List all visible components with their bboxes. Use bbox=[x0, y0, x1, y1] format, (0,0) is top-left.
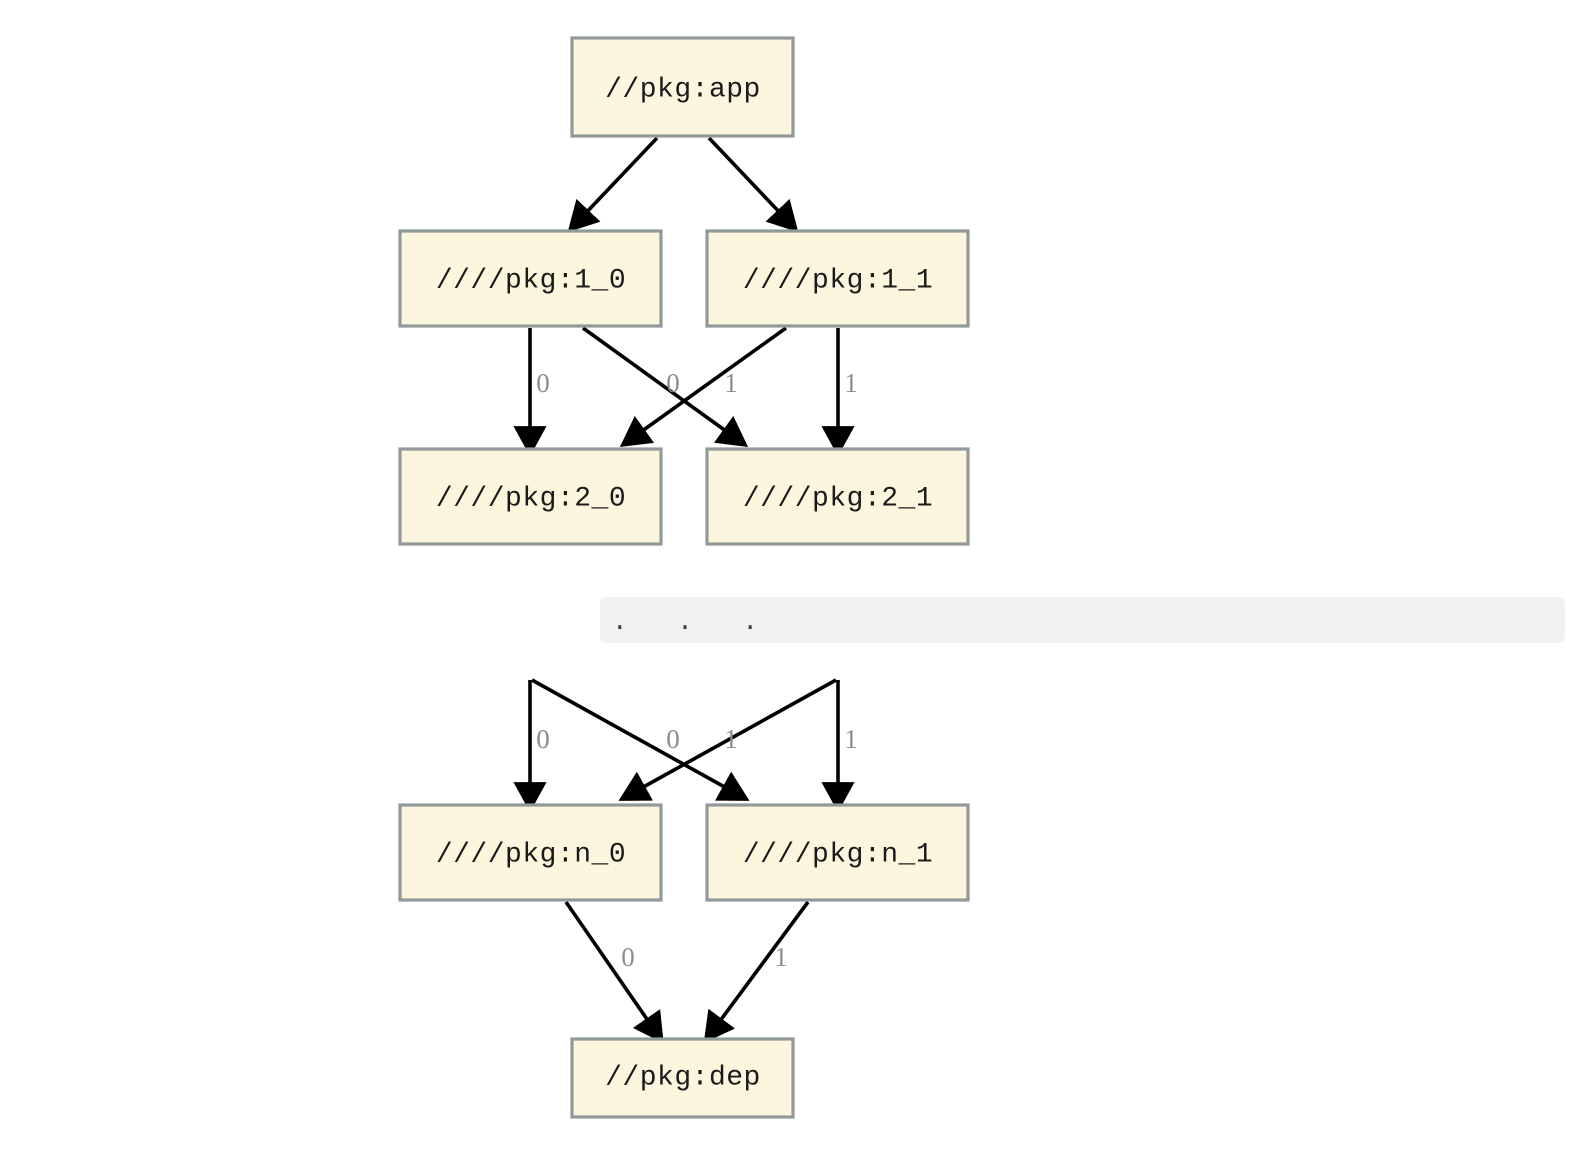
edge-label-upper-right-vertical: 1 bbox=[844, 368, 858, 398]
node-label-pkg-app: //pkg:app bbox=[605, 74, 761, 105]
node-pkg-n_1[interactable]: ////pkg:n_1 bbox=[705, 803, 970, 902]
edge-truncated-to-n_0: 0 bbox=[513, 680, 550, 813]
edge-label-dep-left: 0 bbox=[621, 942, 635, 972]
edge-n_1-to-dep: 1 bbox=[703, 900, 810, 1043]
node-label-pkg-1_0: ////pkg:1_0 bbox=[436, 265, 626, 296]
edge-truncated-to-n_1: 1 bbox=[821, 680, 858, 813]
node-pkg-1_0[interactable]: ////pkg:1_0 bbox=[398, 229, 663, 328]
edge-n_0-to-dep: 0 bbox=[564, 900, 664, 1044]
truncation-ellipsis: . . . bbox=[612, 607, 776, 637]
edge-label-upper-mid-left: 0 bbox=[666, 368, 680, 398]
edge-label-dep-right: 1 bbox=[774, 942, 788, 972]
edge-1_1-to-2_1: 1 bbox=[821, 328, 858, 457]
edge-app-to-1_1 bbox=[707, 136, 799, 233]
node-label-pkg-n_0: ////pkg:n_0 bbox=[436, 839, 626, 870]
edge-label-upper-left-vertical: 0 bbox=[536, 368, 550, 398]
node-label-pkg-1_1: ////pkg:1_1 bbox=[743, 265, 933, 296]
node-pkg-dep[interactable]: //pkg:dep bbox=[570, 1037, 795, 1119]
node-pkg-1_1[interactable]: ////pkg:1_1 bbox=[705, 229, 970, 328]
edge-label-lower-mid-left: 0 bbox=[666, 724, 680, 754]
edge-label-upper-mid-right: 1 bbox=[724, 368, 738, 398]
edge-1_1-to-2_0: 1 bbox=[619, 326, 788, 447]
edge-app-to-1_0 bbox=[567, 136, 659, 233]
edge-truncated-to-n_1-cross: 0 bbox=[531, 678, 750, 801]
edge-1_0-to-2_0: 0 bbox=[513, 328, 550, 457]
node-label-pkg-dep: //pkg:dep bbox=[605, 1062, 761, 1093]
edge-label-lower-left-vertical: 0 bbox=[536, 724, 550, 754]
edge-label-lower-right-vertical: 1 bbox=[844, 724, 858, 754]
node-label-pkg-n_1: ////pkg:n_1 bbox=[743, 839, 933, 870]
node-pkg-n_0[interactable]: ////pkg:n_0 bbox=[398, 803, 663, 902]
edge-label-lower-mid-right: 1 bbox=[724, 724, 738, 754]
truncation-band bbox=[600, 597, 1565, 643]
edge-truncated-to-n_0-cross: 1 bbox=[618, 678, 837, 801]
node-pkg-2_0[interactable]: ////pkg:2_0 bbox=[398, 447, 663, 546]
node-pkg-app[interactable]: //pkg:app bbox=[570, 36, 795, 138]
node-label-pkg-2_1: ////pkg:2_1 bbox=[743, 483, 933, 514]
edge-1_0-to-2_1: 0 bbox=[581, 326, 749, 448]
node-label-pkg-2_0: ////pkg:2_0 bbox=[436, 483, 626, 514]
node-pkg-2_1[interactable]: ////pkg:2_1 bbox=[705, 447, 970, 546]
